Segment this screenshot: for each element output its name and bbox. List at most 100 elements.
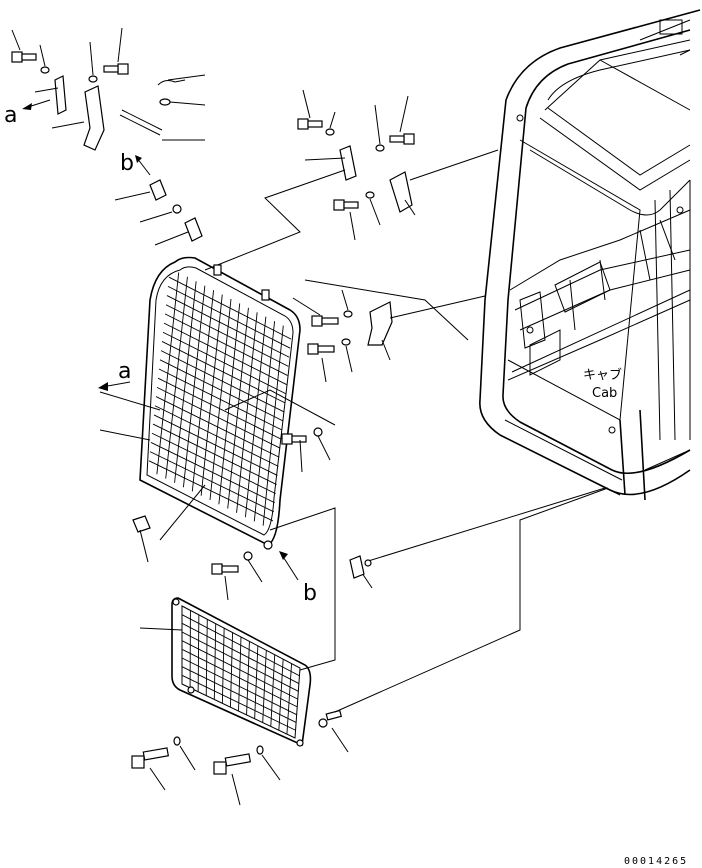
pin-upper	[149, 179, 167, 201]
bolt-upper-left-2	[103, 63, 129, 75]
mesh-wire	[149, 451, 275, 513]
mesh-wire	[181, 648, 298, 708]
drawing-number: 00014265	[624, 856, 688, 867]
washer-guard-1	[343, 310, 353, 318]
leader-lines-lower	[139, 487, 609, 806]
washer-guard-2	[341, 338, 351, 346]
guard-tab-1	[213, 264, 222, 276]
mesh-wire	[165, 304, 289, 367]
washer-guard-3	[313, 427, 323, 437]
bolt-upper-left-1	[11, 51, 37, 63]
bolt-upper-center-2	[389, 133, 415, 145]
leader-lines-guard	[98, 279, 486, 581]
mesh-wire	[168, 276, 292, 340]
view-label-a-top: a	[4, 103, 17, 128]
mesh-wire	[152, 423, 277, 485]
mesh-wire	[254, 645, 259, 719]
pin-lower	[318, 709, 343, 728]
mesh-wire	[181, 631, 299, 692]
mesh-wire	[155, 396, 280, 458]
bolt-guard-3	[281, 433, 307, 445]
guard-hinge-bottom	[263, 540, 273, 550]
mesh-wire	[221, 628, 225, 704]
hinge-bracket-upper	[83, 85, 105, 151]
mesh-wire	[286, 663, 293, 735]
washer-upper-right	[159, 98, 171, 106]
bolt-pin	[184, 217, 203, 242]
upper-center-bracket-assembly	[297, 118, 415, 213]
lower-mesh-guard	[171, 597, 312, 747]
upper-mesh-grid	[148, 272, 292, 526]
cab-label-jp: キャブ	[583, 367, 622, 383]
bolt-lower-2	[213, 753, 252, 775]
mesh-wire	[154, 405, 279, 467]
mesh-wire	[163, 322, 287, 385]
view-label-b-bottom: b	[303, 581, 317, 606]
mesh-wire	[181, 657, 297, 716]
mesh-wire	[246, 641, 250, 715]
upper-left-bracket-assembly	[11, 51, 203, 242]
plate-upper-left	[54, 75, 67, 115]
mesh-wire	[262, 650, 267, 723]
mesh-wire	[181, 614, 300, 677]
lower-guard-corner-2	[187, 686, 195, 694]
bolt-upper-center-3	[333, 199, 359, 211]
lower-guard-parts	[131, 709, 343, 775]
bolt-guard-1	[311, 315, 339, 327]
upper-mesh-guard	[139, 256, 301, 550]
mesh-wire	[157, 377, 282, 440]
mesh-wire	[270, 654, 276, 727]
bolt-lower-1	[131, 747, 170, 769]
mesh-wire	[160, 350, 285, 413]
mesh-wire	[181, 622, 300, 684]
leader-lines-upper-left	[11, 27, 206, 246]
cab-label-en: Cab	[592, 386, 617, 401]
washer-pin	[172, 204, 182, 214]
washer-upper-left-2	[88, 75, 98, 83]
nut-guard	[132, 515, 151, 533]
mesh-wire	[150, 442, 275, 504]
plate-upper-center	[339, 145, 357, 181]
hinge-pin-right	[364, 559, 372, 567]
bolt-upper-center-1	[297, 118, 323, 130]
washer-upper-left-1	[40, 66, 50, 74]
lower-guard-corner-3	[296, 739, 304, 747]
mesh-wire	[158, 368, 283, 431]
washer-upper-center-3	[365, 191, 375, 199]
mesh-wire	[164, 313, 288, 376]
washer-lower-2	[256, 745, 264, 755]
mesh-wire	[162, 331, 286, 395]
mesh-wire	[238, 636, 242, 712]
mesh-wire	[181, 666, 297, 723]
mesh-wire	[159, 359, 284, 422]
leader-lines-upper-center	[204, 89, 499, 271]
view-label-a-guard: a	[118, 359, 131, 384]
mesh-wire	[151, 432, 276, 495]
lower-guard-corner-1	[172, 598, 180, 606]
washer-lower-1	[173, 736, 181, 746]
guard-mount-parts	[132, 301, 393, 533]
mesh-wire	[278, 659, 284, 731]
leader-lines-middle	[224, 487, 606, 671]
view-label-b-top: b	[120, 151, 134, 176]
lower-mesh-grid	[181, 610, 300, 735]
mesh-wire	[205, 619, 208, 696]
mesh-wire	[166, 295, 290, 358]
washer-upper-center-1	[325, 128, 335, 136]
mesh-wire	[229, 632, 234, 708]
hinge-bolt-middle	[211, 551, 253, 575]
guard-tab-2	[261, 289, 270, 301]
mesh-wire	[197, 614, 200, 692]
bolt-guard-2	[307, 343, 335, 355]
bracket-guard-mount	[367, 301, 393, 346]
mesh-wire	[156, 386, 281, 449]
mesh-wire	[181, 674, 296, 731]
mesh-wire	[213, 623, 217, 700]
mesh-wire	[161, 341, 285, 404]
mesh-wire	[181, 640, 298, 700]
mesh-wire	[148, 460, 274, 522]
hinge-part-right	[349, 555, 365, 579]
mesh-wire	[167, 285, 291, 349]
mesh-wire	[153, 414, 278, 476]
